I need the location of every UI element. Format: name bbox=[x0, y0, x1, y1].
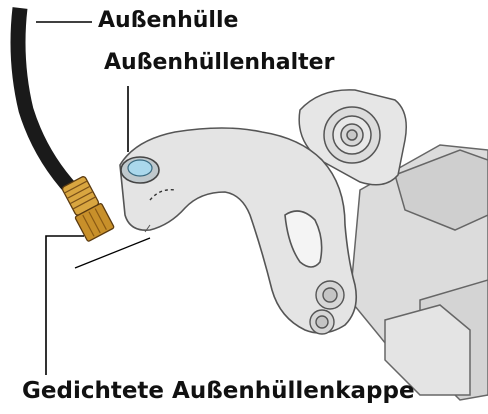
outer-casing-cable bbox=[18, 8, 72, 190]
label-casing-holder: Außenhüllenhalter bbox=[104, 50, 334, 75]
sealed-casing-cap bbox=[60, 175, 115, 242]
casing-holder-opening bbox=[128, 160, 152, 176]
casing-holder bbox=[121, 157, 159, 183]
label-outer-casing: Außenhülle bbox=[98, 8, 238, 33]
insertion-hint-line bbox=[75, 238, 150, 268]
leader-sealed-cap bbox=[46, 236, 84, 375]
label-sealed-casing-cap: Gedichtete Außenhüllenkappe bbox=[22, 378, 415, 404]
